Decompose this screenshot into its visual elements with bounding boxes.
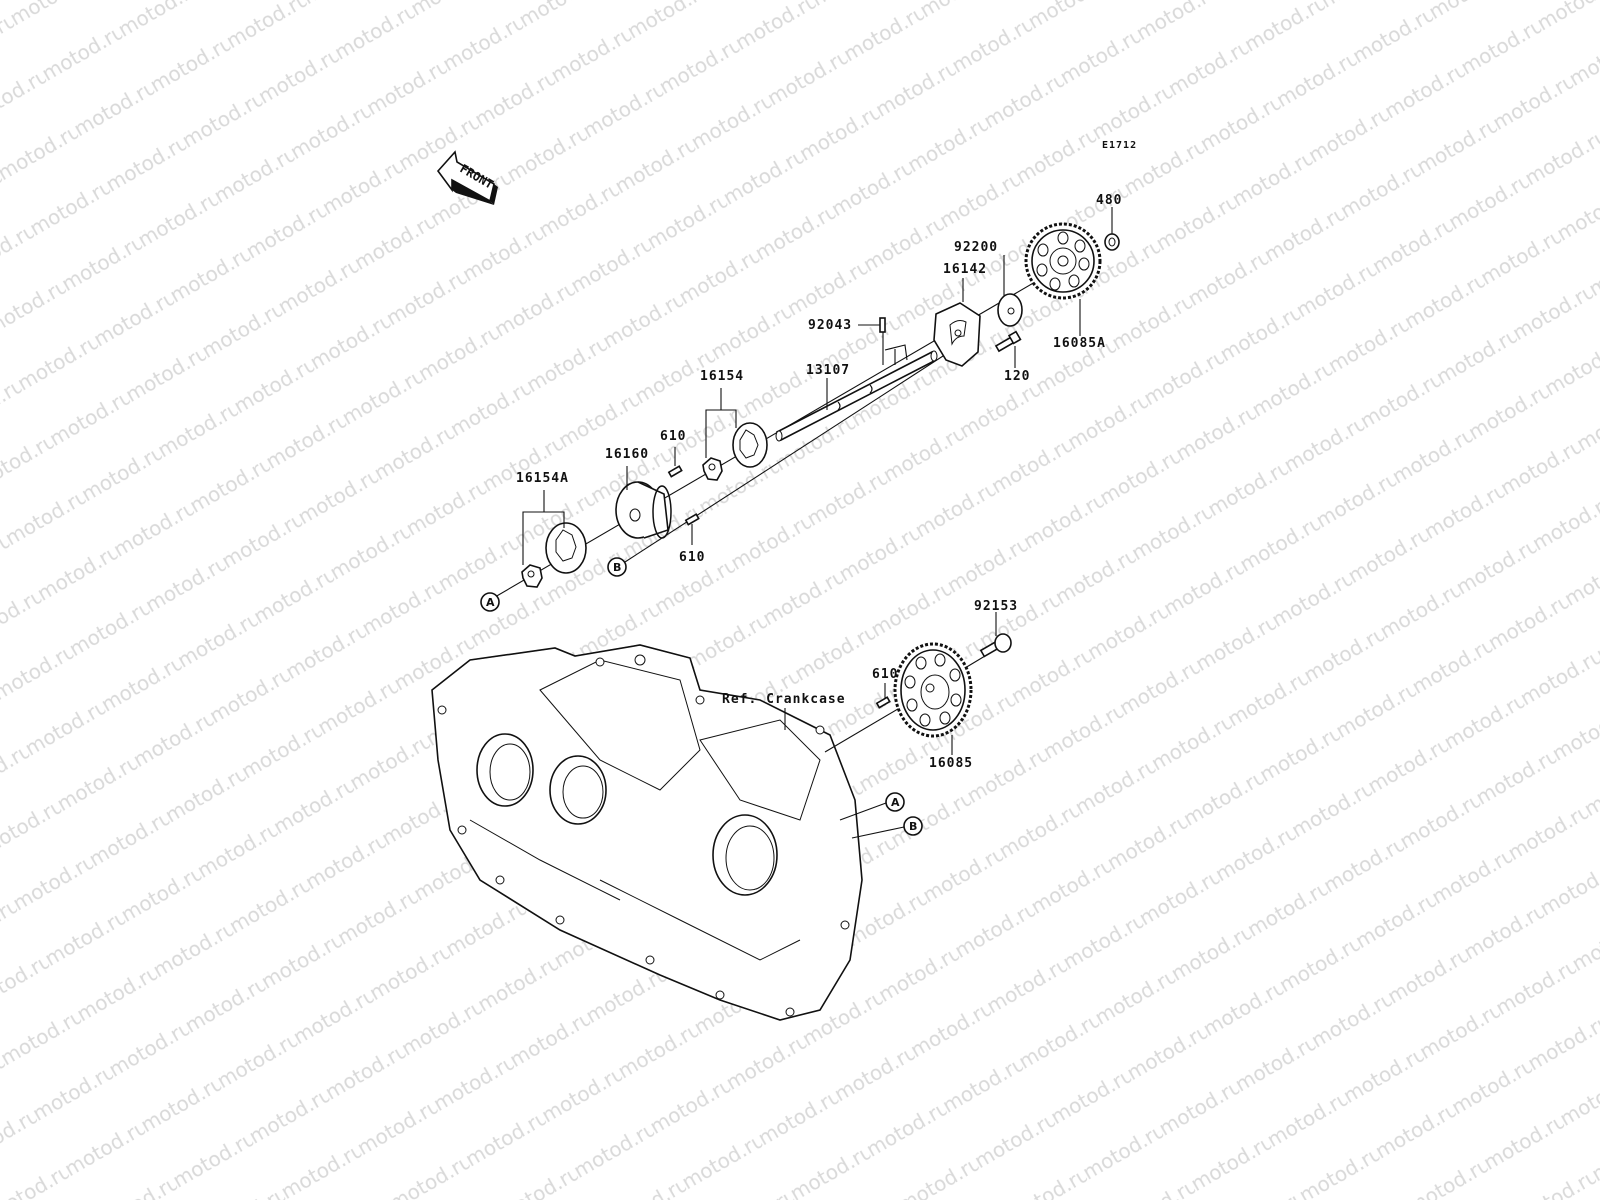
rotor-16154A bbox=[521, 490, 587, 588]
callout-16085A: 16085A bbox=[1053, 336, 1106, 351]
connector-B-lower: B bbox=[903, 816, 923, 836]
ref-crankcase-label: Ref. Crankcase bbox=[722, 692, 846, 707]
callout-120: 120 bbox=[1004, 369, 1030, 384]
dowel-610-lower bbox=[684, 513, 700, 545]
pump-body-16160 bbox=[615, 466, 672, 539]
callout-480: 480 bbox=[1096, 193, 1122, 208]
svg-text:A: A bbox=[891, 796, 900, 809]
crankcase-outline bbox=[431, 644, 863, 1021]
shaft-13107 bbox=[775, 350, 938, 442]
dowel-610-crank bbox=[875, 683, 891, 709]
callout-16085: 16085 bbox=[929, 756, 973, 771]
svg-text:A: A bbox=[486, 596, 495, 609]
connector-A-lower: A bbox=[885, 792, 905, 812]
callout-610-upper: 610 bbox=[660, 429, 686, 444]
bolt-92153 bbox=[964, 612, 1012, 669]
callout-92200: 92200 bbox=[954, 240, 998, 255]
callout-13107: 13107 bbox=[806, 363, 850, 378]
washer-92200 bbox=[997, 255, 1023, 327]
bolt-120 bbox=[994, 330, 1022, 368]
dowel-610-upper bbox=[667, 447, 683, 478]
callout-610-crank: 610 bbox=[872, 667, 898, 682]
rotor-16154 bbox=[702, 388, 768, 481]
callout-16160: 16160 bbox=[605, 447, 649, 462]
svg-text:B: B bbox=[909, 820, 917, 833]
diagram-code: E1712 bbox=[1102, 140, 1137, 151]
callout-labels: 480 92200 16142 16085A 92043 13107 120 1… bbox=[516, 193, 1122, 771]
callout-16154: 16154 bbox=[700, 369, 744, 384]
circlip-480 bbox=[1104, 207, 1120, 251]
pump-cover-16142 bbox=[933, 278, 981, 367]
connector-A-upper: A bbox=[480, 592, 500, 612]
callout-92043: 92043 bbox=[808, 318, 852, 333]
callout-92153: 92153 bbox=[974, 599, 1018, 614]
callout-16154A: 16154A bbox=[516, 471, 569, 486]
callout-16142: 16142 bbox=[943, 262, 987, 277]
pin-92043 bbox=[858, 317, 908, 365]
svg-text:B: B bbox=[613, 561, 621, 574]
gear-16085 bbox=[893, 642, 973, 755]
gear-16085A bbox=[1024, 222, 1102, 336]
connector-B-upper: B bbox=[607, 557, 627, 577]
callout-610-lower: 610 bbox=[679, 550, 705, 565]
